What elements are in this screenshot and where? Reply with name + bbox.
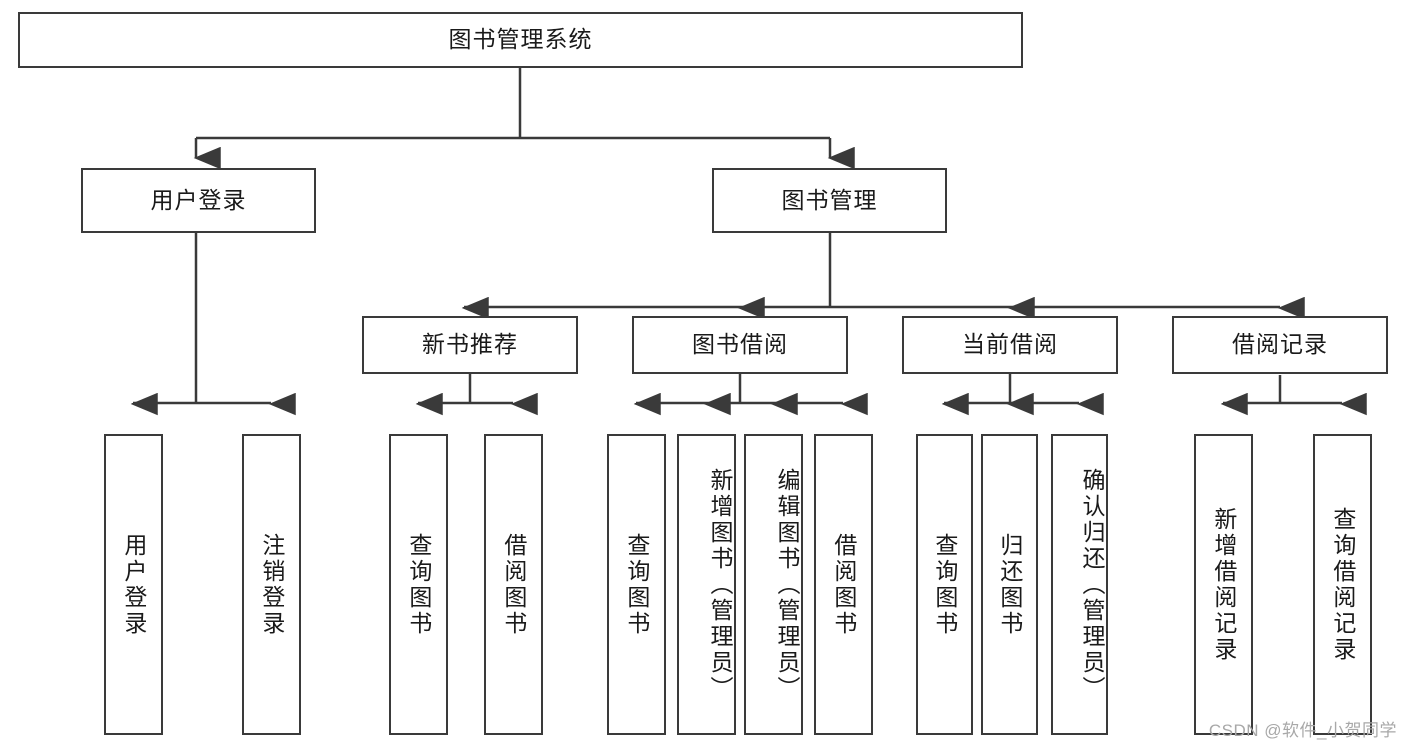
node-leaf-borrow-book-1[interactable]: 借阅图书: [484, 434, 543, 735]
node-label: 查询图书: [623, 532, 650, 637]
node-leaf-add-book[interactable]: 新增图书（管理员）: [677, 434, 736, 735]
node-label: 借阅图书: [500, 532, 527, 637]
node-leaf-edit-book[interactable]: 编辑图书（管理员）: [744, 434, 803, 735]
node-book-management[interactable]: 图书管理: [712, 168, 947, 233]
node-leaf-add-record[interactable]: 新增借阅记录: [1194, 434, 1253, 735]
node-label: 图书管理: [781, 186, 878, 213]
node-label: 新增借阅记录: [1210, 506, 1237, 663]
node-label: 借阅图书: [830, 532, 857, 637]
node-user-login[interactable]: 用户登录: [81, 168, 316, 233]
node-label: 图书借阅: [692, 331, 788, 358]
node-book-borrow[interactable]: 图书借阅: [632, 316, 848, 374]
node-label: 借阅记录: [1232, 331, 1328, 358]
node-leaf-confirm-return[interactable]: 确认归还（管理员）: [1051, 434, 1108, 735]
node-leaf-query-record[interactable]: 查询借阅记录: [1313, 434, 1372, 735]
node-root-system[interactable]: 图书管理系统: [18, 12, 1023, 68]
node-label: 用户登录: [120, 532, 147, 637]
node-leaf-query-book-1[interactable]: 查询图书: [389, 434, 448, 735]
node-label: 查询借阅记录: [1329, 506, 1356, 663]
node-leaf-borrow-book-2[interactable]: 借阅图书: [814, 434, 873, 735]
node-leaf-query-book-2[interactable]: 查询图书: [607, 434, 666, 735]
node-leaf-query-book-3[interactable]: 查询图书: [916, 434, 973, 735]
node-label: 图书管理系统: [448, 26, 593, 53]
node-label: 用户登录: [150, 186, 247, 213]
node-label: 查询图书: [931, 532, 958, 637]
node-leaf-user-login[interactable]: 用户登录: [104, 434, 163, 735]
node-leaf-return-book[interactable]: 归还图书: [981, 434, 1038, 735]
node-label: 查询图书: [405, 532, 432, 637]
node-borrow-record[interactable]: 借阅记录: [1172, 316, 1388, 374]
node-label: 新增图书（管理员）: [707, 467, 733, 702]
node-new-book-recommend[interactable]: 新书推荐: [362, 316, 578, 374]
csdn-watermark: CSDN @软件_小贺同学: [1208, 721, 1397, 740]
node-label: 归还图书: [996, 532, 1023, 637]
node-current-borrow[interactable]: 当前借阅: [902, 316, 1118, 374]
node-label: 新书推荐: [422, 331, 518, 358]
node-label: 注销登录: [258, 532, 285, 637]
node-label: 编辑图书（管理员）: [774, 467, 800, 702]
node-label: 当前借阅: [962, 331, 1058, 358]
node-leaf-user-logout[interactable]: 注销登录: [242, 434, 301, 735]
node-label: 确认归还（管理员）: [1079, 467, 1105, 702]
